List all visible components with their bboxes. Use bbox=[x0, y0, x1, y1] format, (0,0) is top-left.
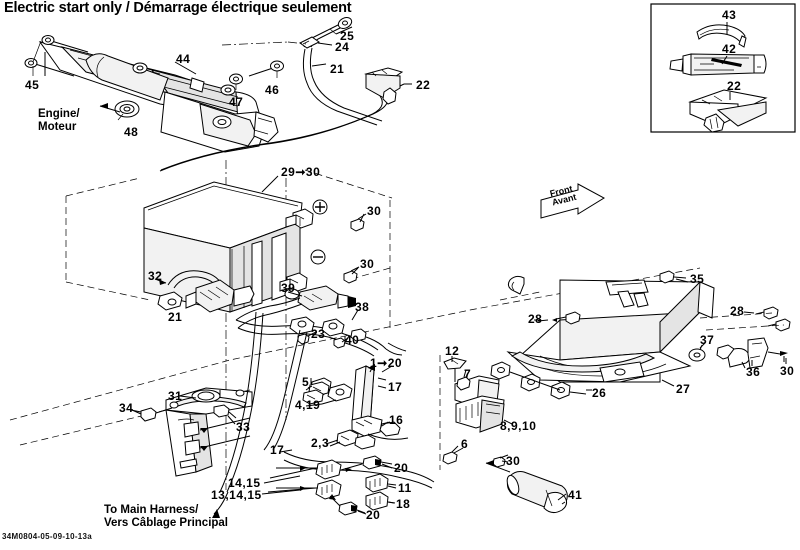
callout-24: 24 bbox=[335, 40, 350, 54]
part-41-solenoid-cylinder bbox=[485, 462, 568, 514]
callout-28-left: 28 bbox=[528, 312, 543, 326]
engine-label: Engine/ Moteur bbox=[38, 108, 80, 134]
callout-29-30: 29➞30 bbox=[281, 165, 321, 179]
part-39-38-ground-cable bbox=[235, 285, 407, 357]
callout-44: 44 bbox=[176, 52, 191, 66]
callout-17-lower: 17 bbox=[270, 443, 285, 457]
engine-label-line1: Engine/ bbox=[38, 108, 80, 120]
callout-14-15: 14,15 bbox=[228, 476, 261, 490]
callout-13-14-15: 13,14,15 bbox=[211, 488, 262, 502]
callout-22-main: 22 bbox=[416, 78, 431, 92]
callout-20-lower: 20 bbox=[366, 508, 381, 522]
front-direction-arrow bbox=[540, 183, 606, 219]
callout-42: 42 bbox=[722, 42, 737, 56]
callout-40: 40 bbox=[345, 333, 360, 347]
polarity-minus-icon bbox=[310, 249, 326, 265]
harness-label-line2: Vers Câblage Principal bbox=[104, 517, 229, 530]
callout-37: 37 bbox=[700, 333, 715, 347]
callout-33: 33 bbox=[236, 420, 251, 434]
callout-5: 5 bbox=[302, 375, 310, 389]
page-title: Electric start only / Démarrage électriq… bbox=[4, 0, 352, 16]
callout-48: 48 bbox=[124, 125, 139, 139]
part-28-screws bbox=[537, 306, 791, 332]
part-22-boot-main bbox=[364, 67, 405, 105]
callout-16: 16 bbox=[389, 413, 404, 427]
callout-28-right: 28 bbox=[730, 304, 745, 318]
callout-18: 18 bbox=[396, 497, 411, 511]
polarity-plus-icon bbox=[312, 199, 328, 215]
callout-leaders bbox=[44, 22, 787, 515]
callout-12: 12 bbox=[445, 344, 460, 358]
part-17-harness-clips bbox=[305, 363, 409, 440]
callout-31: 31 bbox=[168, 389, 183, 403]
battery-negative-terminal bbox=[279, 272, 308, 300]
part-36-37-bracket bbox=[688, 337, 788, 369]
part-26-mounts bbox=[490, 361, 587, 400]
callout-32: 32 bbox=[148, 269, 163, 283]
callout-30-bottom: 30 bbox=[506, 454, 521, 468]
callout-8-9-10: 8,9,10 bbox=[500, 419, 537, 433]
callout-1-20: 1➞20 bbox=[370, 356, 403, 370]
callout-45: 45 bbox=[25, 78, 40, 92]
callout-7: 7 bbox=[464, 367, 472, 381]
callout-35: 35 bbox=[690, 272, 705, 286]
callout-2-3: 2,3 bbox=[311, 436, 330, 450]
engine-label-line2: Moteur bbox=[38, 121, 77, 134]
part-30-nuts-battery bbox=[343, 213, 367, 284]
callout-30-minus: 30 bbox=[360, 257, 375, 271]
callout-4-19: 4,19 bbox=[295, 398, 321, 412]
callout-41: 41 bbox=[568, 488, 583, 502]
callout-46: 46 bbox=[265, 83, 280, 97]
callout-30-right: 30 bbox=[780, 364, 795, 378]
part-45-bolts bbox=[24, 35, 89, 77]
callout-26: 26 bbox=[592, 386, 607, 400]
callout-43: 43 bbox=[722, 8, 737, 22]
footer-code: 34M0804-05-09-10-13a bbox=[2, 532, 93, 541]
callout-22-inset: 22 bbox=[727, 79, 742, 93]
part-terminal-clips bbox=[267, 455, 397, 516]
callout-25: 25 bbox=[340, 29, 355, 43]
part-22-boot-inset bbox=[688, 89, 768, 133]
callout-21-lower: 21 bbox=[168, 310, 183, 324]
part-6-ring-terminal bbox=[442, 445, 509, 468]
callout-6: 6 bbox=[461, 437, 469, 451]
part-5-4-19-clips bbox=[302, 378, 337, 405]
part-48-grommet bbox=[99, 100, 140, 121]
part-35-screw bbox=[659, 270, 687, 284]
main-harness-cables bbox=[212, 311, 435, 518]
callout-39: 39 bbox=[281, 281, 296, 295]
callout-27: 27 bbox=[676, 382, 691, 396]
inset-panel bbox=[650, 3, 796, 133]
callout-23: 23 bbox=[311, 327, 326, 341]
callout-11: 11 bbox=[398, 481, 412, 495]
callout-38: 38 bbox=[355, 300, 370, 314]
part-42-grease-tube bbox=[669, 53, 767, 76]
leader-dashdot bbox=[287, 41, 307, 45]
callout-36: 36 bbox=[746, 365, 761, 379]
callout-20-upper: 20 bbox=[394, 461, 409, 475]
callout-30-plus: 30 bbox=[367, 204, 382, 218]
battery-positive-terminal bbox=[285, 208, 314, 229]
part-32-solenoid bbox=[154, 270, 255, 313]
part-31-bracket bbox=[165, 387, 253, 477]
callout-17-upper: 17 bbox=[388, 380, 403, 394]
part-43-cover bbox=[696, 24, 747, 48]
part-46-47-bolts bbox=[229, 60, 284, 90]
leader-2-3 bbox=[329, 441, 341, 447]
part-27-battery-tray bbox=[506, 275, 715, 383]
part-44-starter-motor bbox=[38, 41, 279, 153]
callout-21-upper: 21 bbox=[330, 62, 345, 76]
part-21-battery-cable bbox=[159, 17, 389, 172]
callout-34: 34 bbox=[119, 401, 134, 415]
harness-label-line1: To Main Harness/ bbox=[104, 504, 199, 516]
callout-47: 47 bbox=[229, 95, 244, 109]
part-12-7-relay-cluster bbox=[443, 357, 513, 433]
main-harness-label: To Main Harness/ Vers Câblage Principal bbox=[104, 504, 228, 530]
